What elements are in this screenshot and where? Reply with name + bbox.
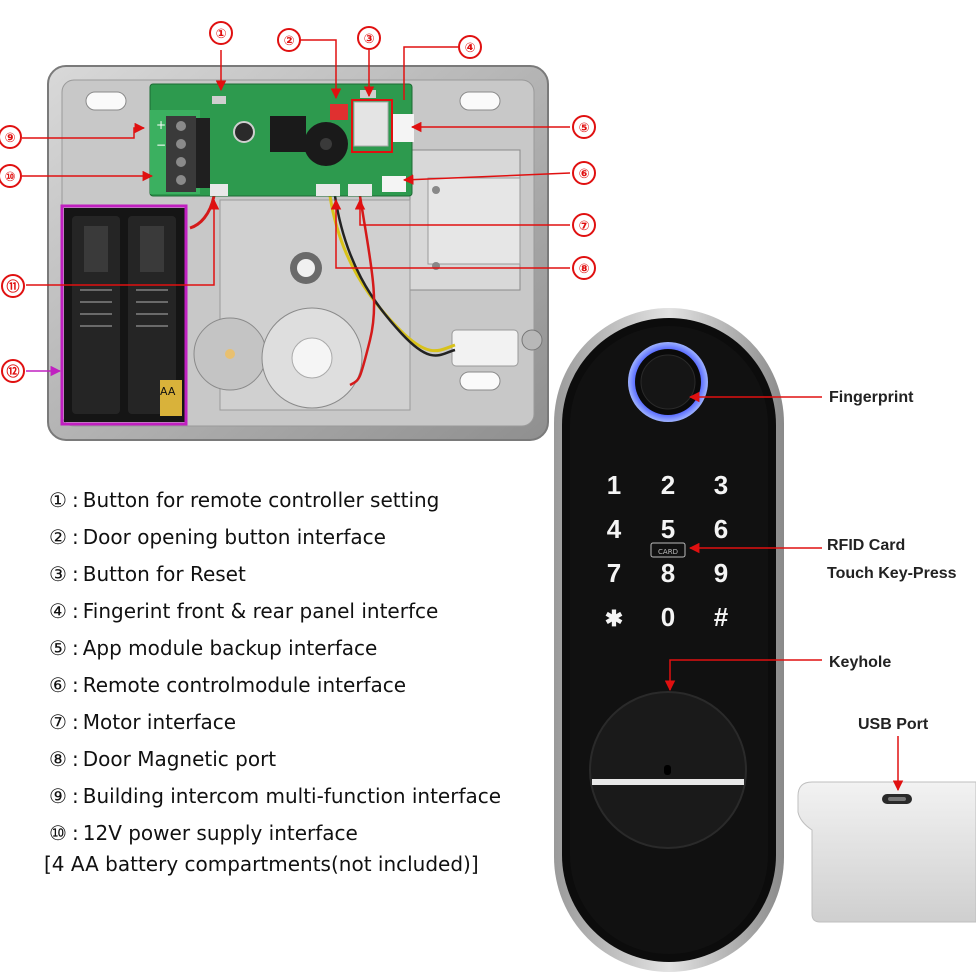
key-4: 4 [607, 514, 622, 544]
legend-text: Motor interface [82, 710, 237, 734]
legend: ①:Button for remote controller setting ②… [44, 482, 514, 852]
label-usb-port: USB Port [858, 716, 929, 733]
legend-item: ④:Fingerint front & rear panel interfce [44, 593, 514, 630]
callout-10: ⑩ [4, 170, 15, 185]
legend-number: ② [49, 525, 67, 549]
legend-text: Remote controlmodule interface [82, 673, 407, 697]
legend-text: App module backup interface [82, 636, 378, 660]
callout-3: ③ [363, 32, 374, 47]
legend-item: ⑥:Remote controlmodule interface [44, 667, 514, 704]
circuit-board [149, 83, 414, 197]
legend-item: ②:Door opening button interface [44, 519, 514, 556]
callout-12: ⑫ [6, 364, 19, 380]
legend-number: ⑧ [49, 747, 67, 771]
callout-4: ④ [464, 41, 475, 56]
legend-item: ⑧:Door Magnetic port [44, 741, 514, 778]
usb-module [797, 781, 976, 923]
battery-frame [60, 204, 188, 426]
callout-circles [0, 21, 596, 383]
battery-note: [4 AA battery compartments(not included)… [44, 852, 479, 876]
legend-text: Door Magnetic port [82, 747, 277, 771]
label-touch-key: Touch Key-Press [827, 565, 957, 582]
callout-2: ② [283, 34, 294, 49]
card-icon [650, 542, 686, 558]
callout-9: ⑨ [4, 131, 15, 146]
key-star: ✱ [605, 606, 623, 631]
legend-number: ⑨ [49, 784, 67, 808]
panel-leaders [664, 391, 904, 792]
key-6: 6 [714, 514, 728, 544]
key-0: 0 [661, 602, 675, 632]
legend-text: Building intercom multi-function interfa… [82, 784, 502, 808]
key-9: 9 [714, 558, 728, 588]
connector-highlight [351, 99, 393, 153]
label-keyhole: Keyhole [829, 654, 892, 671]
key-1: 1 [607, 470, 621, 500]
key-2: 2 [661, 470, 675, 500]
key-3: 3 [714, 470, 728, 500]
key-5: 5 [661, 514, 675, 544]
legend-item: ⑨:Building intercom multi-function inter… [44, 778, 514, 815]
legend-item: ⑤:App module backup interface [44, 630, 514, 667]
callout-11: ⑪ [6, 279, 19, 295]
label-fingerprint: Fingerprint [829, 389, 914, 406]
label-rfid-card: RFID Card [827, 537, 906, 554]
callout-1: ① [215, 27, 226, 42]
legend-number: ⑩ [49, 821, 67, 845]
legend-text: Door opening button interface [82, 525, 386, 549]
legend-item: ⑩:12V power supply interface [44, 815, 514, 852]
key-7: 7 [607, 558, 621, 588]
board-plus-mark: + [156, 118, 166, 132]
fingerprint-sensor [628, 342, 708, 422]
board-minus-mark: − [156, 138, 166, 152]
legend-item: ①:Button for remote controller setting [44, 482, 514, 519]
legend-number: ① [49, 488, 67, 512]
callout-6: ⑥ [578, 167, 589, 182]
legend-text: Button for Reset [82, 562, 246, 586]
legend-item: ③:Button for Reset [44, 556, 514, 593]
legend-text: Button for remote controller setting [82, 488, 440, 512]
legend-number: ③ [49, 562, 67, 586]
legend-number: ⑤ [49, 636, 67, 660]
battery-pack [64, 208, 186, 422]
callout-8: ⑧ [578, 262, 589, 277]
legend-number: ⑦ [49, 710, 67, 734]
callout-7: ⑦ [578, 219, 589, 234]
key-hash: # [714, 602, 729, 632]
legend-number: ⑥ [49, 673, 67, 697]
callout-lines [22, 39, 571, 286]
battery-aa-mark: AA [160, 385, 176, 398]
keyhole-knob [589, 691, 747, 849]
legend-number: ④ [49, 599, 67, 623]
callout-5: ⑤ [578, 121, 589, 136]
key-8: 8 [661, 558, 675, 588]
legend-item: ⑦:Motor interface [44, 704, 514, 741]
card-mark: CARD [658, 548, 678, 556]
legend-text: 12V power supply interface [82, 821, 358, 845]
legend-text: Fingerint front & rear panel interfce [82, 599, 439, 623]
